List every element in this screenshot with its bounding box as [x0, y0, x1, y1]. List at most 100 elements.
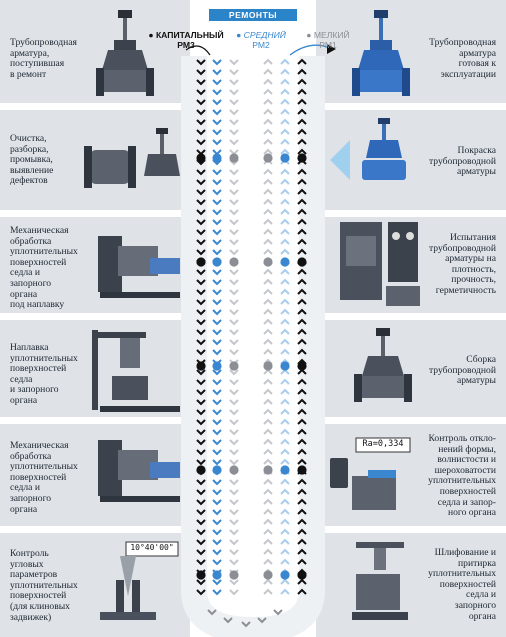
flow-chevron [263, 448, 273, 455]
step-label-testing: Испытания трубопроводной арматуры на пло… [429, 232, 496, 296]
flow-chevron [229, 189, 239, 196]
flow-chevron [212, 579, 222, 586]
flow-chevron [229, 579, 239, 586]
flow-chevron [263, 98, 273, 105]
flow-chevron [196, 579, 206, 586]
flow-chevron [263, 578, 273, 585]
flow-chevron [297, 458, 307, 465]
step-label-painting: Покраска трубопроводной арматуры [429, 145, 496, 178]
flow-chevron [297, 68, 307, 75]
flow-chevron [263, 178, 273, 185]
flow-chevron [212, 449, 222, 456]
step-marker [297, 570, 307, 580]
flow-chevron [229, 269, 239, 276]
flow-chevron [196, 139, 206, 146]
flow-chevron [280, 218, 290, 225]
flow-chevron [212, 409, 222, 416]
flow-chevron [223, 617, 233, 624]
flow-chevron [280, 458, 290, 465]
flow-chevron [196, 459, 206, 466]
flow-chevron [196, 479, 206, 486]
step-marker [263, 257, 273, 267]
flow-chevron [297, 88, 307, 95]
flow-chevron [263, 488, 273, 495]
flow-chevron [229, 79, 239, 86]
flow-chevron [263, 78, 273, 85]
flow-chevron [297, 58, 307, 65]
flow-chevron [196, 169, 206, 176]
flow-chevron [263, 518, 273, 525]
flow-chevron [263, 88, 273, 95]
flow-chevron [280, 558, 290, 565]
flow-chevron [196, 369, 206, 376]
pressure-test-illustration [340, 222, 420, 306]
step-marker [263, 153, 273, 163]
flow-chevron [297, 328, 307, 335]
flow-chevron [280, 188, 290, 195]
flow-chevron [297, 508, 307, 515]
flow-chevron [263, 268, 273, 275]
flow-chevron [196, 509, 206, 516]
flow-chevron [280, 228, 290, 235]
flow-chevron [280, 378, 290, 385]
legend-code-capital: РМ3 [177, 40, 195, 50]
flow-chevron [229, 199, 239, 206]
step-marker [229, 570, 239, 580]
flow-chevron [196, 309, 206, 316]
flow-chevron [280, 448, 290, 455]
flow-chevron [280, 388, 290, 395]
flow-chevron [280, 318, 290, 325]
step-label-angle-control: Контроль угловых параметров уплотнительн… [10, 548, 78, 623]
step-marker [297, 361, 307, 371]
flow-chevron [212, 319, 222, 326]
step-marker [263, 465, 273, 475]
flow-chevron [280, 88, 290, 95]
flow-chevron [196, 269, 206, 276]
flow-chevron [297, 138, 307, 145]
flow-chevron [297, 398, 307, 405]
flow-chevron [229, 319, 239, 326]
flow-chevron [263, 458, 273, 465]
flow-chevron [196, 69, 206, 76]
legend-name-small: МЕЛКИЙ [313, 30, 350, 40]
flow-chevron [229, 289, 239, 296]
step-marker [212, 361, 222, 371]
step-marker [263, 570, 273, 580]
step-marker [297, 153, 307, 163]
diagram-title: РЕМОНТЫ [209, 9, 297, 21]
flow-chevron [297, 528, 307, 535]
flow-chevron [196, 329, 206, 336]
flow-chevron [196, 199, 206, 206]
legend-dot-small: ● [306, 30, 312, 40]
step-marker [280, 465, 290, 475]
flow-chevron [229, 559, 239, 566]
step-markers [196, 153, 307, 580]
flow-chevron [196, 189, 206, 196]
flow-chevron [280, 98, 290, 105]
flow-chevron [196, 419, 206, 426]
step-panel-right-6 [316, 533, 506, 637]
flow-chevron [196, 389, 206, 396]
step-marker [196, 153, 206, 163]
flow-chevron [263, 408, 273, 415]
flow-chevron [273, 609, 283, 616]
machining-illustration-2 [98, 440, 180, 502]
step-marker [212, 570, 222, 580]
flow-chevron [263, 338, 273, 345]
flow-chevron [297, 408, 307, 415]
flow-chevron [280, 578, 290, 585]
flow-chevron [196, 349, 206, 356]
flow-chevron [297, 488, 307, 495]
legend-name-capital: КАПИТАЛЬНЫЙ [155, 30, 224, 40]
flow-chevron [229, 279, 239, 286]
flow-chevron [280, 338, 290, 345]
flow-chevron [280, 428, 290, 435]
flow-chevron [263, 398, 273, 405]
flow-chevron [196, 109, 206, 116]
flow-chevron [212, 379, 222, 386]
flow-chevron [229, 349, 239, 356]
flow-chevron [297, 448, 307, 455]
flow-chevron [297, 288, 307, 295]
flow-chevron [263, 228, 273, 235]
step-label-welding: Наплавка уплотнительных поверхностей сед… [10, 342, 78, 406]
